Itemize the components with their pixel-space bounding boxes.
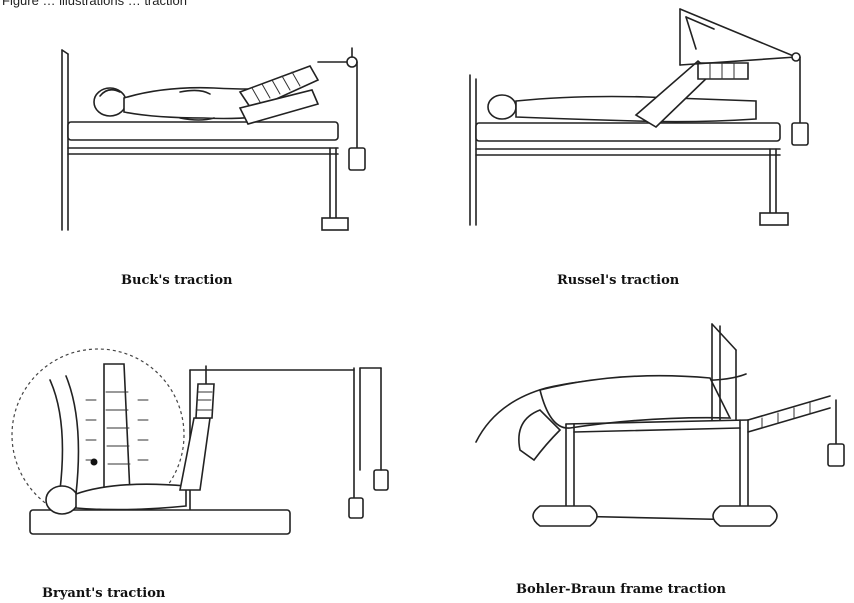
traction-pulley-weight (318, 48, 365, 170)
patient-leg (476, 374, 746, 460)
infant-figure (30, 384, 290, 534)
bohler-braun-traction-panel: Bohler-Braun frame traction (470, 320, 854, 560)
patient-figure (94, 66, 318, 124)
bohler-braun-frame-illustration (470, 320, 854, 560)
russel-traction-panel: Russel's traction (460, 5, 830, 235)
patient-figure (488, 61, 756, 127)
buck-traction-panel: Buck's traction (40, 40, 380, 240)
bohler-braun-traction-caption: Bohler-Braun frame traction (516, 582, 726, 597)
russel-traction-caption: Russel's traction (557, 273, 679, 288)
bryant-traction-illustration (10, 340, 410, 555)
buck-traction-caption: Buck's traction (121, 273, 232, 288)
traction-weight (828, 400, 844, 466)
bryant-traction-caption: Bryant's traction (42, 586, 165, 601)
russel-traction-illustration (460, 5, 830, 235)
buck-traction-illustration (40, 40, 380, 240)
bryant-traction-panel: Bryant's traction (10, 340, 410, 555)
figure-top-caption-clipped: Figure … illustrations … traction (2, 0, 187, 8)
traction-frame (190, 366, 388, 530)
